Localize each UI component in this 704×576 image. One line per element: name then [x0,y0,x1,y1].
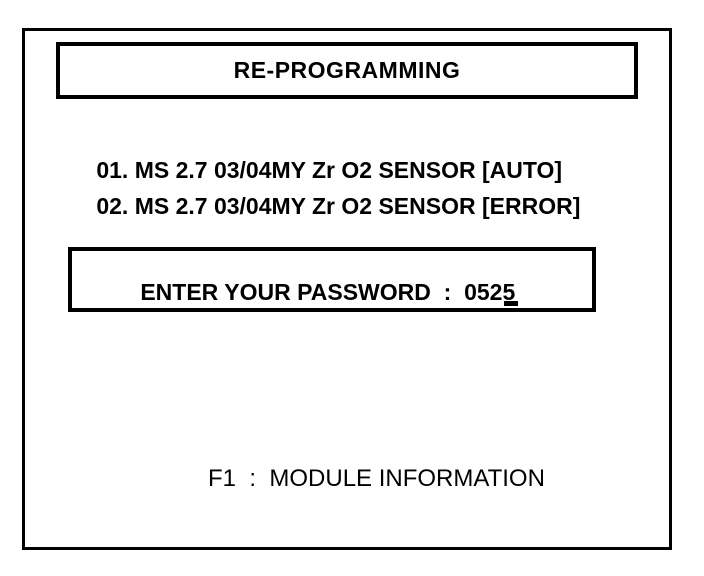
menu-item-01-auto[interactable]: 01. MS 2.7 03/04MY Zr O2 SENSOR [AUTO] [58,136,562,205]
password-label: ENTER YOUR PASSWORD [140,279,431,305]
password-separator: : [430,279,465,305]
page-title: RE-PROGRAMMING [233,57,461,83]
password-input[interactable]: 0525 [464,279,516,305]
menu-item-label: 02. MS 2.7 03/04MY Zr O2 SENSOR [ERROR] [96,193,581,219]
menu-item-02-error[interactable]: 02. MS 2.7 03/04MY Zr O2 SENSOR [ERROR] [58,172,580,241]
text-cursor [504,301,519,306]
f1-module-information-hint[interactable]: F1 : MODULE INFORMATION [168,443,545,515]
menu-item-label: 01. MS 2.7 03/04MY Zr O2 SENSOR [AUTO] [96,157,563,183]
screen-frame: RE-PROGRAMMING 01. MS 2.7 03/04MY Zr O2 … [22,28,672,550]
footer-hint-label: F1 : MODULE INFORMATION [208,465,545,492]
password-entry-box[interactable]: ENTER YOUR PASSWORD : 0525 [68,247,596,312]
title-box: RE-PROGRAMMING [56,42,638,99]
